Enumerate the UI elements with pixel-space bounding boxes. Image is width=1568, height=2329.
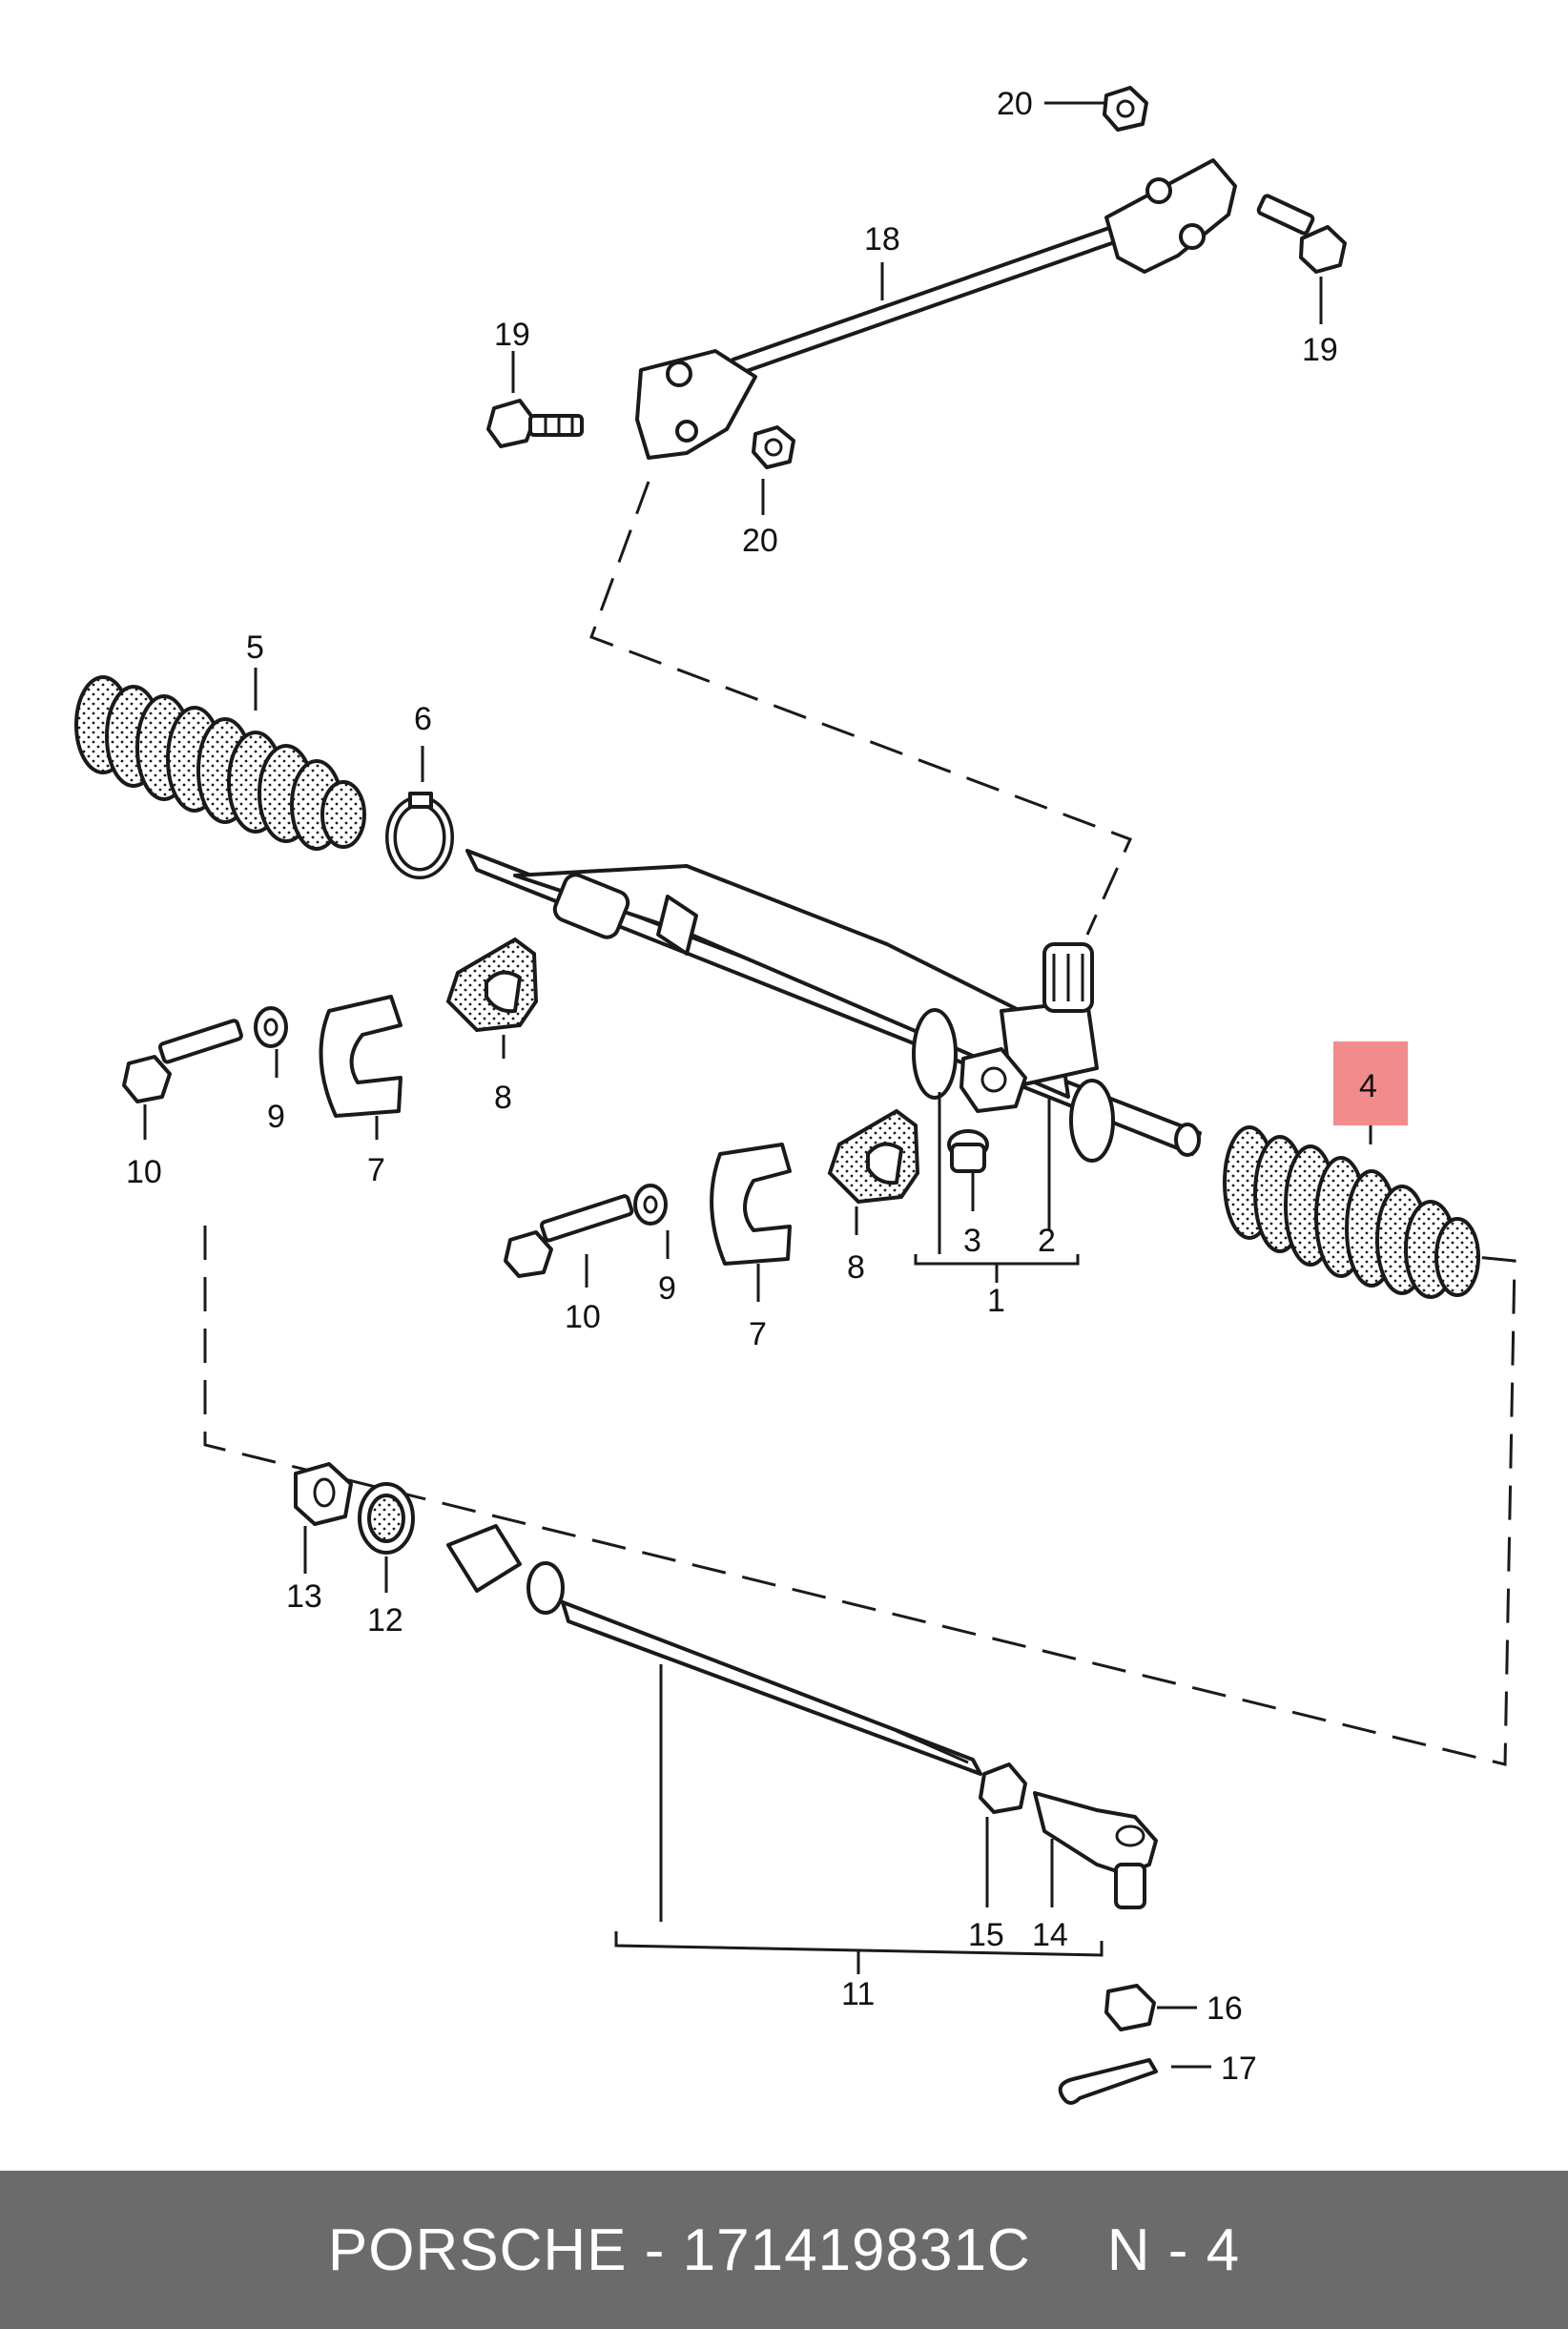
castle-nut-16: [1104, 1984, 1156, 2031]
nut-13: [294, 1462, 353, 1526]
highlight-box: [1333, 1041, 1408, 1125]
exploded-parts-diagram: 20 18 19 19 20 5 6 4 8 9 7 10 3 2 8 9 1 …: [74, 86, 1516, 2105]
washer-9-left: [254, 1006, 288, 1048]
label-7-right: 7: [749, 1316, 767, 1352]
label-10-right: 10: [565, 1299, 601, 1335]
mounting-bracket-7-left: [319, 995, 402, 1118]
bolt-10-right: [504, 1194, 634, 1278]
brand-separator: -: [627, 2216, 683, 2283]
bolt-19-right: [1256, 194, 1347, 274]
label-19-left: 19: [494, 317, 530, 353]
clamp-6: [385, 792, 454, 879]
tie-rod-11: [446, 1524, 982, 1776]
plug-3: [947, 1129, 989, 1173]
label-9-right: 9: [658, 1270, 676, 1307]
label-20-lower: 20: [742, 523, 778, 559]
label-5: 5: [246, 629, 264, 666]
bush-12: [358, 1482, 415, 1555]
label-11: 11: [841, 1976, 875, 2012]
part-number: 171419831C: [682, 2216, 1031, 2283]
steering-shaft: [635, 158, 1237, 460]
rubber-bush-8-left: [445, 937, 539, 1033]
mounting-bracket-7-right: [710, 1143, 792, 1266]
washer-9-right: [633, 1184, 668, 1226]
label-15: 15: [968, 1917, 1004, 1953]
label-12: 12: [367, 1602, 403, 1639]
label-7-left: 7: [367, 1152, 385, 1188]
label-2: 2: [1038, 1223, 1056, 1259]
label-20-top: 20: [997, 86, 1033, 122]
cotter-pin-17: [1058, 2058, 1158, 2105]
diagram-position: N - 4: [1106, 2216, 1241, 2283]
nut-20-lower: [752, 425, 795, 469]
rubber-bush-8-right: [827, 1108, 920, 1205]
label-4: 4: [1359, 1068, 1377, 1104]
label-18: 18: [864, 221, 900, 258]
tie-rod-end-14: [1033, 1791, 1158, 1909]
label-14: 14: [1032, 1917, 1068, 1953]
nut-15: [979, 1762, 1027, 1814]
brand-name: PORSCHE: [327, 2216, 628, 2283]
leader-lines: [143, 101, 1372, 2069]
label-6: 6: [414, 701, 432, 737]
label-3: 3: [963, 1223, 981, 1259]
bolt-19-left: [486, 399, 584, 448]
footer-bar: PORSCHE - 171419831C N - 4: [0, 2171, 1568, 2329]
label-1: 1: [987, 1283, 1005, 1319]
label-10-left: 10: [126, 1154, 162, 1190]
nut-20-top: [1103, 86, 1148, 132]
steering-boot-5: [74, 675, 366, 851]
assembly-line-tie-rod: [203, 1226, 1516, 1766]
label-13: 13: [286, 1578, 322, 1615]
label-16: 16: [1207, 1990, 1243, 2027]
assembly-line-shaft: [589, 481, 1133, 936]
part-labels: 20 18 19 19 20 5 6 4 8 9 7 10 3 2 8 9 1 …: [126, 86, 1377, 2087]
label-8-right: 8: [847, 1249, 865, 1286]
label-19-right: 19: [1302, 332, 1338, 368]
bolt-10-left: [122, 1019, 243, 1103]
steering-boot-4: [1223, 1125, 1480, 1299]
label-17: 17: [1221, 2051, 1257, 2087]
steering-rack-housing: [465, 849, 1202, 1163]
label-8-left: 8: [494, 1080, 512, 1116]
label-9-left: 9: [267, 1099, 285, 1135]
